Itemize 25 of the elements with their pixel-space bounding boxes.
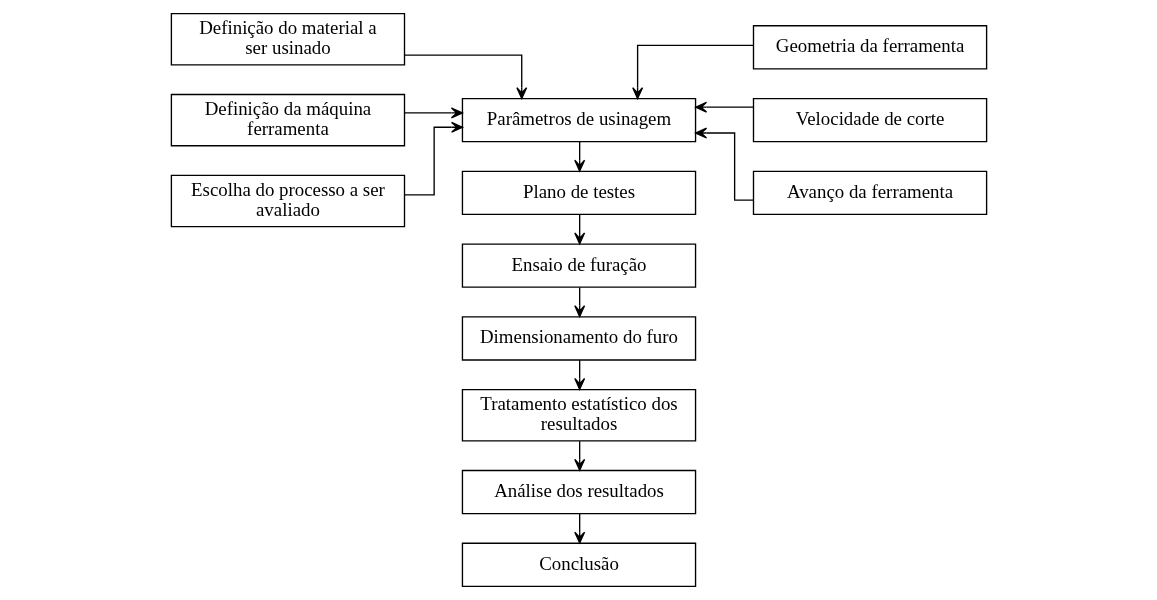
node-box: Velocidade de corte — [752, 97, 987, 143]
arrow — [573, 286, 585, 318]
arrow — [403, 107, 463, 119]
node-box: Conclusão — [461, 542, 696, 587]
node-box: Ensaio de furação — [461, 243, 696, 288]
arrow — [403, 121, 463, 196]
node-box: Análise dos resultados — [461, 469, 696, 515]
node-box: Plano de testes — [461, 170, 696, 216]
arrow — [573, 214, 585, 245]
node-box: Definição do material a ser usinado — [170, 13, 405, 66]
arrow — [694, 101, 754, 113]
arrow — [573, 513, 585, 544]
node-box: Parâmetros de usinagem — [461, 97, 696, 143]
node-box: Dimensionamento do furo — [461, 316, 696, 361]
arrow — [573, 141, 585, 172]
node-box: Avanço da ferramenta — [752, 170, 987, 216]
arrow — [573, 359, 585, 390]
arrow — [631, 44, 754, 100]
arrow — [573, 440, 585, 471]
arrow — [403, 54, 527, 100]
arrow — [694, 127, 754, 201]
node-box: Escolha do processo a ser avaliado — [170, 174, 405, 228]
node-box: Definição da máquina ferramenta — [170, 93, 405, 147]
node-box: Geometria da ferramenta — [752, 25, 987, 70]
node-box: Tratamento estatístico dos resultados — [461, 388, 696, 442]
